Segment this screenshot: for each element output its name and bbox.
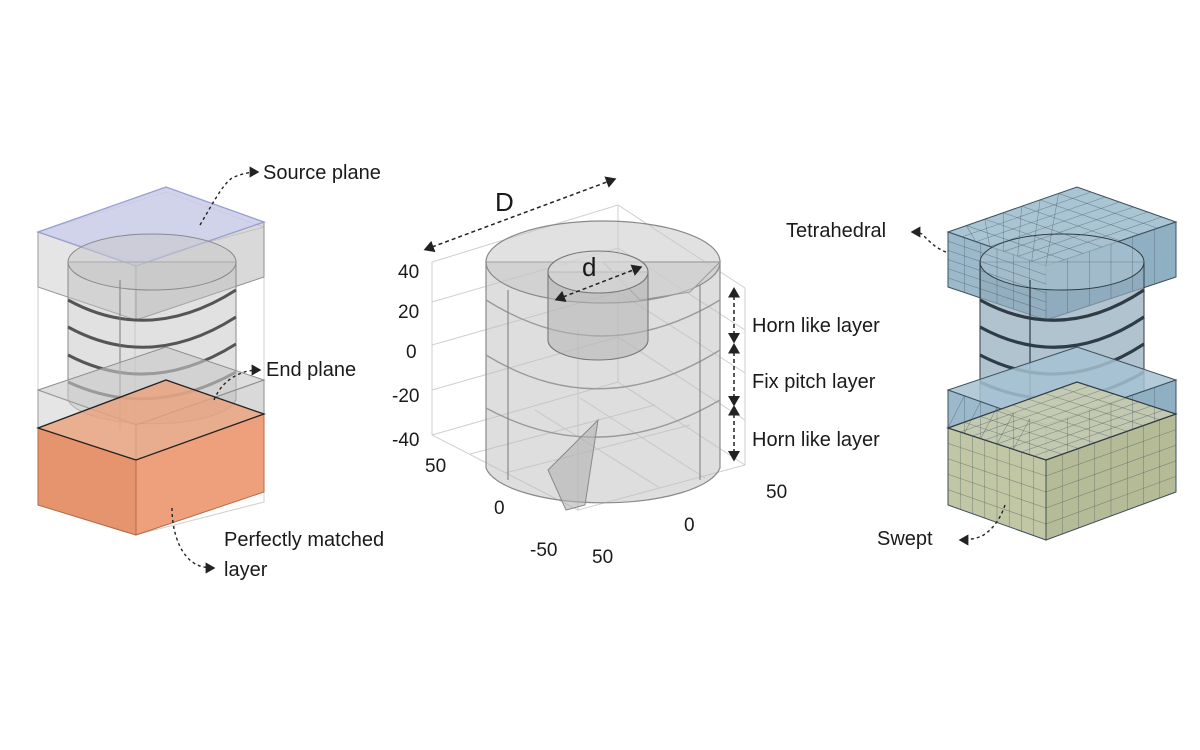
mesh-line	[1060, 387, 1160, 421]
end-plane-label: End plane	[266, 359, 356, 381]
mesh-line	[947, 277, 1047, 312]
mesh-line	[1058, 193, 1158, 229]
source-plane-label: Source plane	[263, 162, 381, 184]
mesh-line	[1003, 206, 1134, 252]
source-plane-callout	[199, 166, 260, 226]
mesh-line	[1045, 476, 1177, 525]
z-tick: 0	[406, 342, 417, 363]
meshed-domain-panel: Tetrahedral Swept	[786, 186, 1178, 550]
pml-label-line1: Perfectly matched	[224, 529, 384, 551]
horn-bottom-label: Horn like layer	[752, 429, 880, 451]
mesh-line	[1045, 193, 1059, 266]
mesh-line	[996, 397, 1127, 445]
mesh-line	[947, 458, 1047, 493]
pml-label-line2: layer	[224, 559, 268, 581]
tetrahedral-label: Tetrahedral	[786, 220, 886, 242]
mesh-line	[1003, 212, 1102, 248]
inner-diameter-label: d	[582, 252, 596, 282]
mesh-line	[984, 218, 1084, 254]
swept-label: Swept	[877, 528, 933, 550]
mesh-line	[1044, 393, 1144, 426]
mesh-line	[1031, 199, 1041, 262]
tetrahedral-callout	[910, 226, 947, 253]
mesh-line	[980, 407, 998, 439]
mesh-line	[964, 401, 981, 434]
mesh-line	[1017, 206, 1022, 257]
perfectly-matched-layer-block	[36, 379, 266, 536]
mesh-line	[1045, 429, 1177, 477]
outer-diameter-label: D	[495, 187, 514, 217]
mesh-line	[966, 225, 1065, 260]
end-plane-callout	[213, 364, 262, 401]
z-tick: 20	[398, 302, 419, 323]
mesh-line	[996, 413, 1014, 445]
mesh-line	[1017, 211, 1148, 257]
mesh-line	[966, 225, 976, 242]
mesh-line	[1021, 405, 1152, 453]
mesh-line	[1031, 216, 1162, 262]
y-tick: 50	[425, 456, 446, 477]
simulation-domain-panel: Source plane End plane Perfectly matched…	[36, 162, 384, 581]
mesh-line	[1033, 409, 1164, 457]
mesh-line	[1045, 444, 1177, 493]
mesh-line	[1009, 401, 1139, 449]
y-tick: 0	[494, 498, 505, 519]
mesh-lines	[947, 191, 1177, 536]
swept-callout	[958, 504, 1006, 546]
outer-diameter-arrow	[423, 176, 617, 253]
mesh-line	[1021, 206, 1121, 242]
mesh-line	[961, 191, 1092, 238]
y-tick: -50	[530, 540, 557, 561]
mesh-line	[947, 473, 1047, 509]
mesh-line	[947, 395, 965, 429]
horn-top-label: Horn like layer	[752, 315, 880, 337]
mesh-line	[947, 489, 1047, 525]
x-tick: 0	[684, 515, 695, 536]
z-tick: -20	[392, 386, 419, 407]
pml-callout	[171, 507, 216, 574]
x-tick: 50	[592, 547, 613, 568]
z-tick: 40	[398, 262, 419, 283]
mesh-line	[947, 443, 1047, 477]
mesh-line	[1013, 419, 1030, 450]
mesh-line	[984, 219, 990, 247]
x-tick: 50	[766, 482, 787, 503]
helix-3d-plot: D d 40 20 0 -20 -40 50 0 -50 50 0 50 Hor…	[392, 176, 880, 568]
mesh-line	[1045, 460, 1177, 509]
mesh-line	[989, 201, 1120, 247]
z-tick: -40	[392, 430, 419, 451]
fix-pitch-label: Fix pitch layer	[752, 371, 876, 393]
inner-cylinder	[547, 250, 649, 361]
mesh-line	[975, 196, 1106, 242]
